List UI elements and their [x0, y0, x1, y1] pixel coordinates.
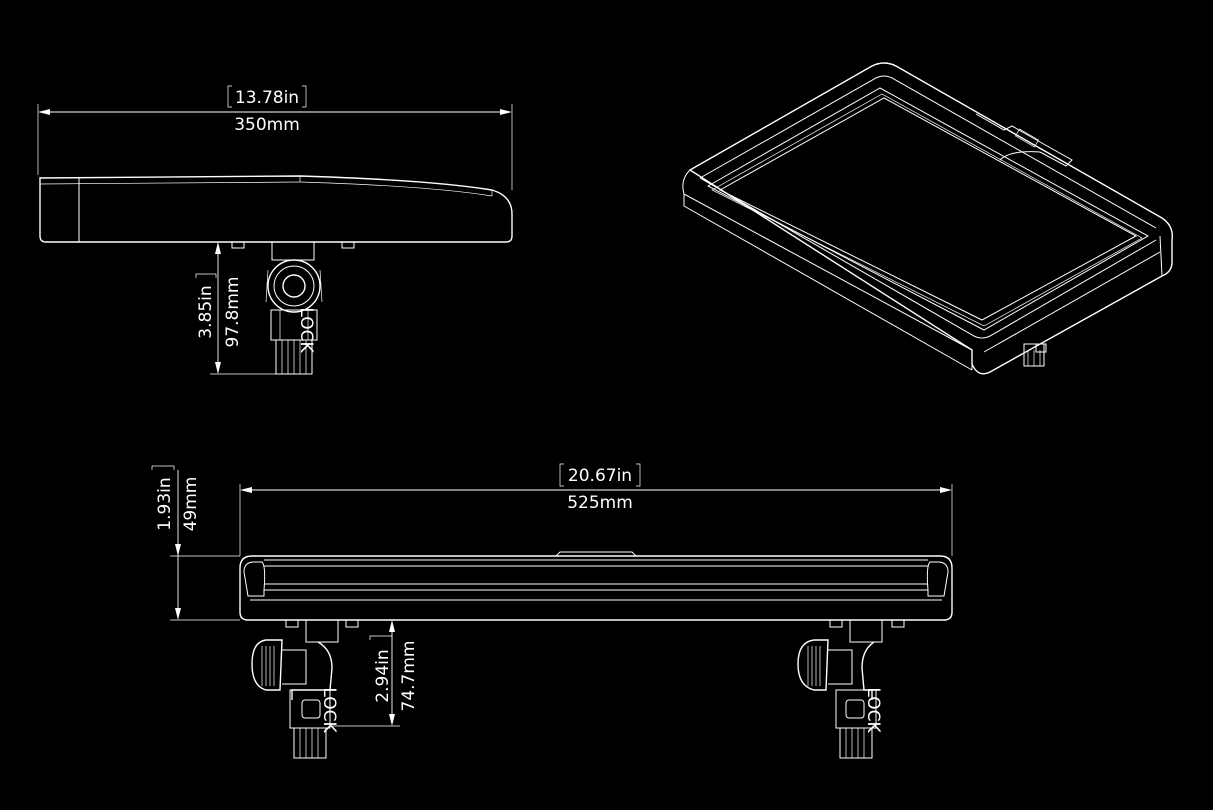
front-width-mm: 525mm: [567, 493, 633, 513]
front-foot-3: [829, 619, 843, 628]
side-foot-left: [231, 241, 245, 249]
front-mount-right-lock-label: LOCK: [863, 687, 883, 733]
front-mount-left: LOCK: [251, 619, 339, 759]
front-depth-in: 1.93in: [155, 477, 175, 530]
side-width-in: 13.78in: [235, 88, 299, 108]
front-mount-left-lock-label: LOCK: [319, 687, 339, 733]
side-width-dimension: 13.78in 350mm: [37, 85, 513, 190]
mount-height-dimension: 2.94in 74.7mm: [330, 619, 419, 727]
side-mount-lock-label: LOCK: [296, 307, 316, 353]
front-depth-mm: 49mm: [181, 477, 201, 532]
front-foot-4: [891, 619, 905, 628]
front-foot-1: [285, 619, 299, 628]
side-view: 13.78in 350mm LOCK: [37, 85, 513, 375]
front-foot-2: [345, 619, 359, 628]
front-width-dimension: 20.67in 525mm: [239, 463, 953, 556]
side-tray-body: [39, 175, 513, 243]
side-width-mm: 350mm: [234, 115, 300, 135]
front-tray-body: [239, 551, 953, 621]
side-height-in: 3.85in: [196, 285, 216, 338]
front-depth-dimension: 1.93in 49mm: [151, 465, 240, 621]
front-width-in: 20.67in: [568, 466, 632, 486]
side-height-mm: 97.8mm: [223, 277, 243, 348]
mount-height-in: 2.94in: [373, 649, 393, 702]
mount-height-mm: 74.7mm: [399, 641, 419, 712]
front-view: 20.67in 525mm 1.93in 49mm: [151, 463, 953, 759]
front-mount-right: LOCK: [797, 619, 883, 759]
side-foot-right: [341, 241, 355, 249]
isometric-view: [682, 62, 1173, 375]
iso-mount: [1023, 343, 1047, 367]
side-height-dimension: 3.85in 97.8mm: [195, 241, 276, 375]
side-mount: LOCK: [265, 241, 323, 375]
